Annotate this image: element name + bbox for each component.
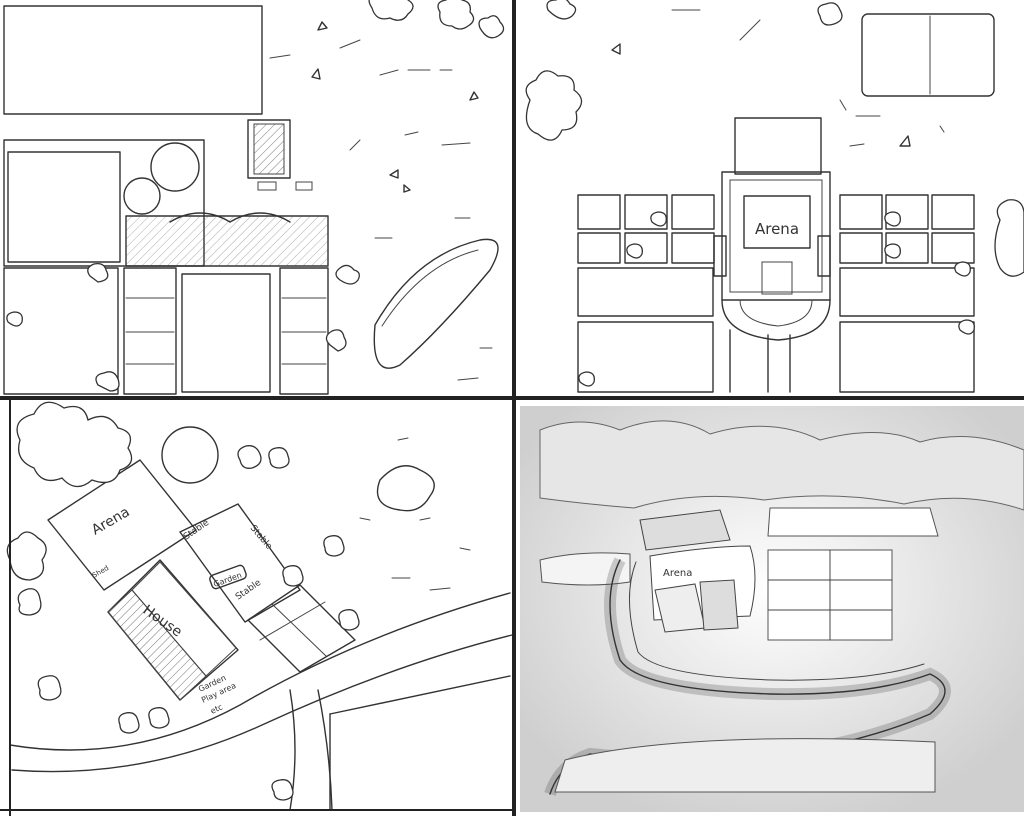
panel-bottom-right: Arena	[520, 406, 1024, 812]
stable-block	[179, 503, 301, 623]
road	[9, 592, 511, 751]
round-tank	[150, 142, 200, 192]
round-tank	[123, 177, 161, 215]
panel-top-left	[3, 0, 505, 395]
large-building	[3, 5, 263, 115]
arena-annex	[734, 117, 822, 175]
panel-bottom-left: Arena House Stable Stable Stable Garden …	[6, 401, 513, 811]
stable-label: Stable	[248, 524, 274, 553]
arena-label: Arena	[663, 568, 692, 579]
stable-label: Stable	[182, 518, 211, 543]
pool	[861, 13, 995, 97]
shed-label: Shed	[91, 564, 110, 580]
arena-label: Arena	[89, 504, 133, 538]
round-tank	[161, 426, 219, 484]
panel-top-right: Arena	[525, 0, 1024, 393]
oval-track	[373, 238, 499, 369]
arena-label: Arena	[755, 220, 799, 238]
